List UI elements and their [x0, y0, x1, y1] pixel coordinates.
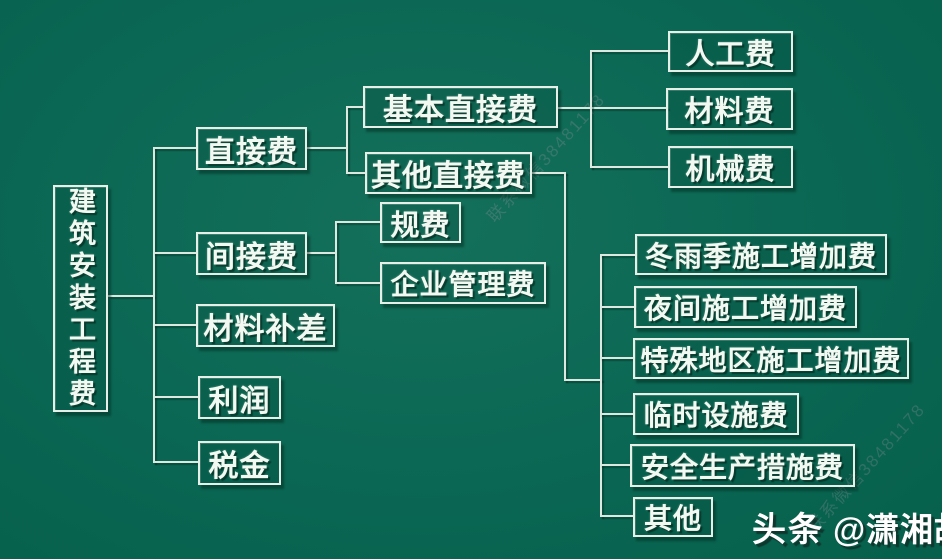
connector-branch-profit — [153, 396, 198, 398]
connector-branch-special-area — [600, 357, 633, 359]
connector-branch-labor — [590, 50, 668, 52]
node-management-fee: 企业管理费 — [380, 262, 546, 304]
node-tax: 税金 — [198, 441, 281, 485]
connector-branch-other — [600, 515, 633, 517]
connector-branch-other-direct — [346, 172, 365, 174]
node-indirect-fee: 间接费 — [196, 232, 307, 275]
brand-handle: @潇湘故事 — [833, 511, 942, 548]
connector-other-direct-spine — [600, 254, 602, 517]
node-profit: 利润 — [198, 376, 281, 419]
connector-other-direct-join — [564, 379, 602, 381]
node-direct-fee: 直接费 — [196, 127, 307, 170]
node-special-area-fee: 特殊地区施工增加费 — [633, 338, 909, 379]
connector-direct-spine — [346, 106, 348, 174]
connector-branch-indirect — [153, 252, 196, 254]
connector-level1-spine — [153, 147, 155, 463]
node-other-direct-fee: 其他直接费 — [365, 152, 532, 194]
connector-other-direct-link — [532, 172, 566, 174]
connector-branch-regulation — [335, 221, 380, 223]
node-other-fee: 其他 — [633, 497, 713, 537]
node-material-fee: 材料费 — [666, 88, 793, 130]
connector-basic-link — [557, 107, 668, 109]
node-root: 建筑安装工程费 — [53, 185, 108, 412]
node-regulation-fee: 规费 — [380, 202, 461, 243]
connector-basic-spine — [590, 50, 592, 168]
connector-indirect-link — [307, 252, 335, 254]
connector-branch-night-work — [600, 306, 635, 308]
connector-branch-material-diff — [153, 324, 196, 326]
connector-branch-winter-rain — [600, 254, 635, 256]
connector-branch-management — [335, 282, 380, 284]
node-safety-measure-fee: 安全生产措施费 — [630, 444, 855, 487]
connector-branch-machinery — [590, 166, 668, 168]
connector-other-direct-drop — [564, 172, 566, 381]
node-material-diff: 材料补差 — [196, 304, 335, 347]
connector-branch-direct — [153, 147, 196, 149]
connector-indirect-spine — [335, 221, 337, 284]
node-machinery-fee: 机械费 — [668, 146, 793, 188]
connector-branch-temp-facility — [600, 413, 633, 415]
node-temp-facility-fee: 临时设施费 — [633, 393, 799, 435]
connector-branch-safety — [600, 464, 630, 466]
node-night-work-fee: 夜间施工增加费 — [634, 286, 857, 328]
toutiao-logo: 头条 — [752, 511, 824, 549]
brand-watermark: 头条 @潇湘故事 — [752, 502, 942, 551]
connector-branch-tax — [153, 461, 198, 463]
node-labor-fee: 人工费 — [668, 31, 793, 72]
connector-direct-link — [307, 147, 346, 149]
node-basic-direct-fee: 基本直接费 — [363, 86, 558, 128]
connector-root-link — [108, 295, 154, 297]
node-winter-rain-fee: 冬雨季施工增加费 — [635, 234, 887, 275]
connector-branch-basic-direct — [346, 106, 363, 108]
